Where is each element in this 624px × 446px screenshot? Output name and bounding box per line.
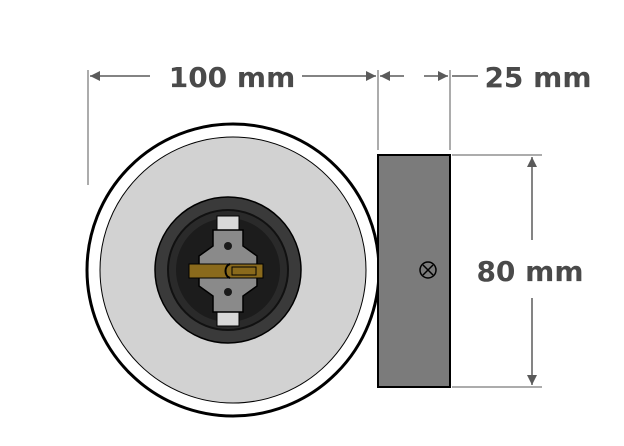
screw-hole-top xyxy=(224,242,232,250)
terminal-hook xyxy=(224,263,231,279)
screw-hole-bottom xyxy=(224,288,232,296)
width-dimension: 100 mm xyxy=(87,61,379,185)
height-label: 80 mm xyxy=(476,255,583,288)
socket-slot-top xyxy=(216,215,240,231)
screw-icon-cross-b xyxy=(422,264,434,276)
terminal-slot xyxy=(231,266,257,276)
height-dimension: 80 mm xyxy=(452,154,584,388)
depth-label: 25 mm xyxy=(484,61,591,94)
depth-dimension: 25 mm xyxy=(380,61,592,150)
socket-slot-bottom xyxy=(216,311,240,327)
width-label: 100 mm xyxy=(169,61,296,94)
front-view xyxy=(85,122,381,418)
side-body xyxy=(377,154,451,388)
side-view xyxy=(377,154,451,388)
